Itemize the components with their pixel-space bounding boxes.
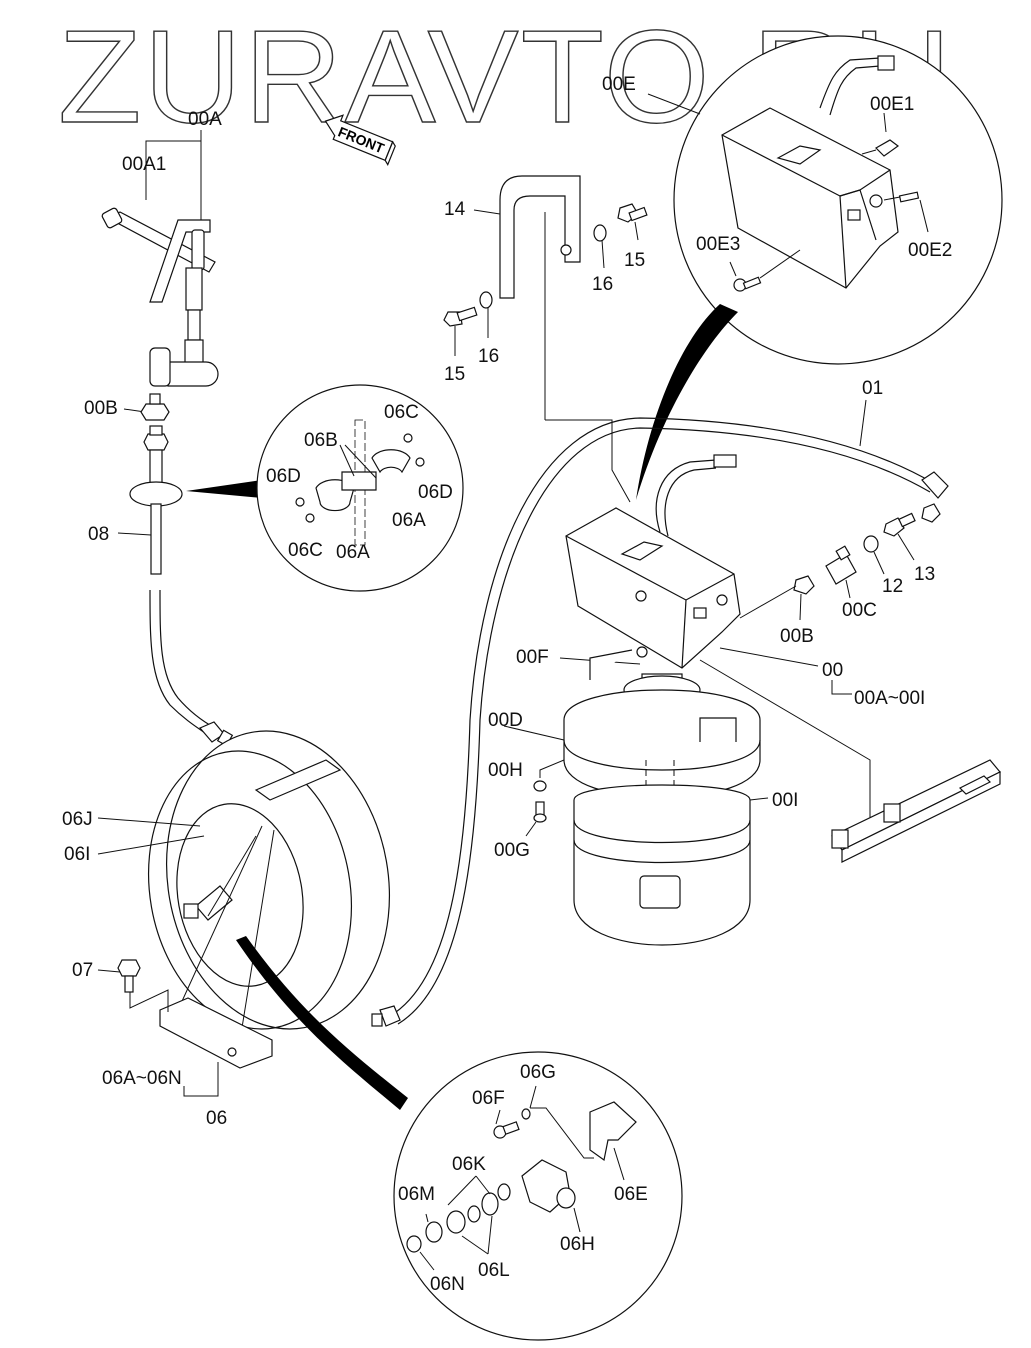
frame-rail (699, 659, 1001, 863)
front-direction-arrow: FRONT (324, 114, 396, 166)
fitting-13 (883, 512, 916, 561)
label-00E: 00E (602, 74, 636, 95)
label-06D-left: 06D (266, 466, 301, 487)
nut-00B-top (123, 393, 170, 421)
label-06B: 06B (304, 430, 338, 451)
label-06A-lower: 06A (336, 542, 370, 563)
label-00A: 00A (188, 109, 222, 130)
washer-16-left (479, 291, 493, 338)
label-12: 12 (882, 576, 903, 597)
label-13: 13 (914, 564, 935, 585)
label-06F: 06F (472, 1088, 505, 1109)
label-06I: 06I (64, 844, 90, 865)
label-07: 07 (72, 960, 93, 981)
label-06C-lower: 06C (288, 540, 323, 561)
detail-clamp-circle (256, 384, 464, 592)
label-06L: 06L (478, 1260, 510, 1281)
dispenser-gun-00A (101, 130, 219, 387)
callout-pointer-clamp (186, 480, 262, 498)
label-06N: 06N (430, 1274, 465, 1295)
bolt-15-right (617, 203, 648, 241)
label-00H: 00H (488, 760, 523, 781)
label-00A-00I: 00A~00I (854, 688, 925, 709)
label-00F: 00F (516, 647, 549, 668)
hose-fitting-lower (371, 1005, 401, 1027)
label-06: 06 (206, 1108, 227, 1129)
label-06E: 06E (614, 1184, 648, 1205)
label-06A-06N: 06A~06N (102, 1068, 182, 1089)
washer-16-right (593, 224, 607, 269)
washer-12 (863, 535, 885, 575)
label-00I: 00I (772, 790, 798, 811)
label-06D-right: 06D (418, 482, 453, 503)
label-14: 14 (444, 199, 466, 220)
label-06G: 06G (520, 1062, 556, 1083)
leader-00 (719, 647, 852, 695)
washer-00H (533, 759, 565, 792)
part-labels: 00A 00A1 00B 08 06C 06B 06D 06D 06A 06C … (62, 74, 952, 1295)
label-16-right: 16 (592, 274, 613, 295)
label-06H: 06H (560, 1234, 595, 1255)
screw-00G (525, 801, 547, 837)
label-00E2: 00E2 (908, 240, 952, 261)
label-08: 08 (88, 524, 109, 545)
hose-upper-segment (149, 589, 209, 736)
label-00A1: 00A1 (122, 154, 166, 175)
label-00C: 00C (842, 600, 877, 621)
label-01: 01 (862, 378, 883, 399)
container-00I (573, 784, 769, 946)
label-00D: 00D (488, 710, 523, 731)
label-06M: 06M (398, 1184, 435, 1205)
label-06K: 06K (452, 1154, 486, 1175)
callout-pointer-switchbox (636, 304, 738, 500)
callout-pointer-swivel (236, 936, 408, 1110)
label-00E3: 00E3 (696, 234, 740, 255)
label-06J: 06J (62, 809, 93, 830)
nut-00B (739, 575, 815, 621)
bolt-07 (117, 959, 141, 993)
label-00B: 00B (780, 626, 814, 647)
bracket-14 (473, 175, 581, 299)
fitting-00C (825, 545, 857, 599)
label-00E1: 00E1 (870, 94, 914, 115)
detail-swivel-circle (393, 1051, 683, 1341)
label-06C-upper: 06C (384, 402, 419, 423)
label-00B-top: 00B (84, 398, 118, 419)
label-15-left: 15 (444, 364, 465, 385)
hose-reel-06 (147, 730, 391, 1069)
pipe-08 (117, 425, 183, 575)
reel-leaders (97, 817, 219, 1097)
detail-switchbox-circle (647, 35, 1003, 365)
label-06A-right: 06A (392, 510, 426, 531)
label-00: 00 (822, 660, 843, 681)
label-00G: 00G (494, 840, 530, 861)
switch-box-00E (565, 454, 741, 669)
label-16-left: 16 (478, 346, 499, 367)
label-15-right: 15 (624, 250, 645, 271)
hose-01 (389, 399, 949, 1025)
bolt-15-left (443, 306, 478, 356)
